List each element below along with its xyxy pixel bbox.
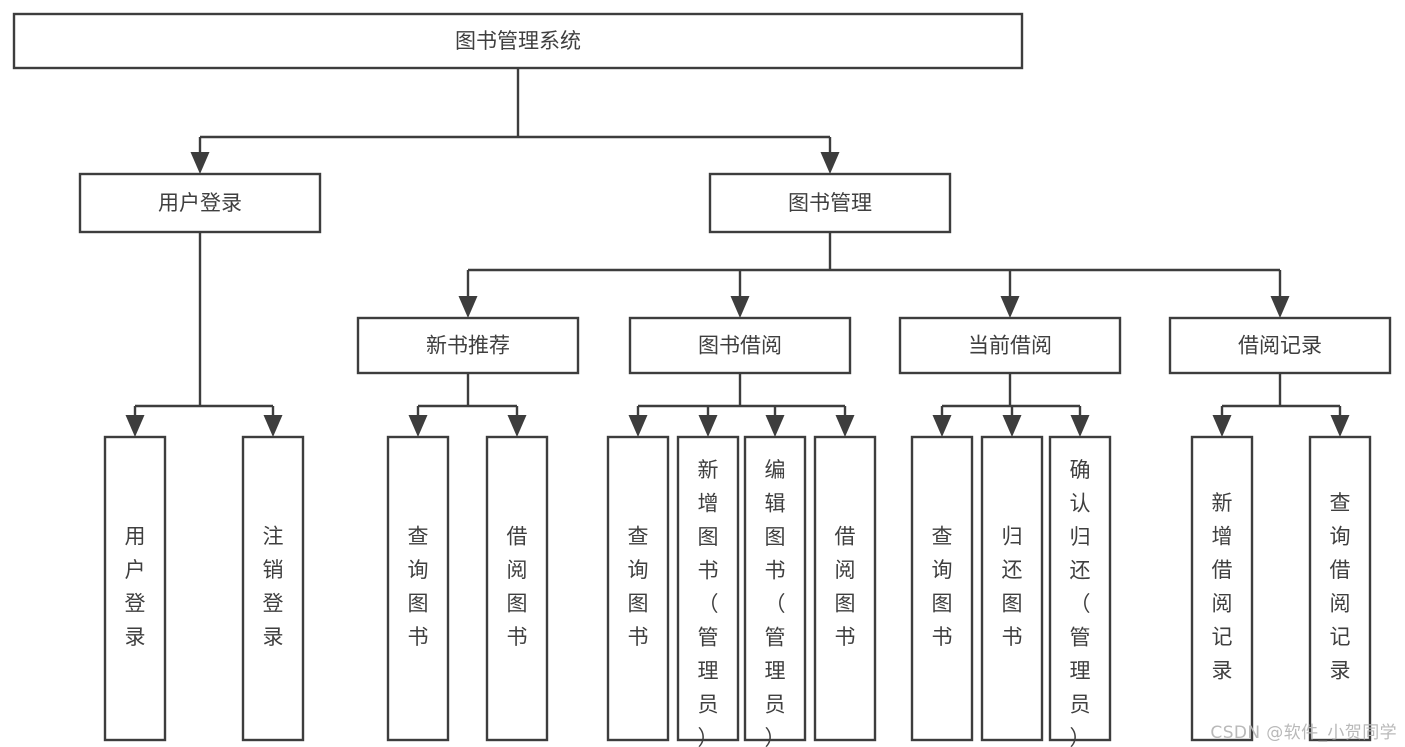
node-box[interactable] xyxy=(743,435,807,742)
connector-group xyxy=(408,373,527,437)
node-leaf-add-borrow-record[interactable]: 新增借阅记录 xyxy=(1190,435,1254,742)
arrow-head-icon xyxy=(932,415,952,437)
node-box[interactable] xyxy=(12,12,1024,70)
node-leaf-edit-book-admin[interactable]: 编辑图书（管理员） xyxy=(743,435,807,747)
node-leaf-query-book-1[interactable]: 查询图书 xyxy=(386,435,450,742)
connector-group xyxy=(190,68,840,174)
arrow-head-icon xyxy=(263,415,283,437)
node-new-book-recommend[interactable]: 新书推荐 xyxy=(356,316,580,375)
node-layer: 图书管理系统用户登录图书管理新书推荐图书借阅当前借阅借阅记录用户登录注销登录查询… xyxy=(12,12,1392,747)
arrow-head-icon xyxy=(458,296,478,318)
node-box[interactable] xyxy=(1308,435,1372,742)
node-box[interactable] xyxy=(78,172,322,234)
node-box[interactable] xyxy=(1168,316,1392,375)
node-root[interactable]: 图书管理系统 xyxy=(12,12,1024,70)
arrow-head-icon xyxy=(765,415,785,437)
node-leaf-user-login[interactable]: 用户登录 xyxy=(103,435,167,742)
node-box[interactable] xyxy=(813,435,877,742)
arrow-head-icon xyxy=(698,415,718,437)
arrow-head-icon xyxy=(408,415,428,437)
arrow-head-icon xyxy=(628,415,648,437)
connector-group xyxy=(932,373,1090,437)
node-label: 当前借阅 xyxy=(968,334,1052,358)
node-label: 查询图书 xyxy=(628,525,649,650)
node-box[interactable] xyxy=(676,435,740,742)
node-box[interactable] xyxy=(1190,435,1254,742)
node-box[interactable] xyxy=(103,435,167,742)
arrow-head-icon xyxy=(125,415,145,437)
connector-group xyxy=(628,373,855,437)
node-label: 新书推荐 xyxy=(426,334,510,358)
connector-group xyxy=(125,232,283,437)
node-label: 图书管理 xyxy=(788,191,872,215)
node-leaf-query-book-2[interactable]: 查询图书 xyxy=(606,435,670,742)
node-current-borrow[interactable]: 当前借阅 xyxy=(898,316,1122,375)
node-user-login[interactable]: 用户登录 xyxy=(78,172,322,234)
node-box[interactable] xyxy=(356,316,580,375)
node-label: 用户登录 xyxy=(158,191,242,215)
node-box[interactable] xyxy=(485,435,549,742)
node-label: 用户登录 xyxy=(125,525,146,650)
node-label: 借阅图书 xyxy=(507,525,528,650)
arrow-head-icon xyxy=(1002,415,1022,437)
node-label: 借阅记录 xyxy=(1238,334,1322,358)
node-leaf-confirm-return-admin[interactable]: 确认归还（管理员） xyxy=(1048,435,1112,747)
node-label: 查询图书 xyxy=(408,525,429,650)
node-label: 注销登录 xyxy=(263,525,284,650)
node-box[interactable] xyxy=(910,435,974,742)
node-box[interactable] xyxy=(241,435,305,742)
arrow-head-icon xyxy=(507,415,527,437)
node-label: 图书借阅 xyxy=(698,334,782,358)
node-box[interactable] xyxy=(980,435,1044,742)
connector-layer xyxy=(125,68,1350,437)
node-label: 确认归还（管理员） xyxy=(1070,458,1091,747)
node-book-manage[interactable]: 图书管理 xyxy=(708,172,952,234)
arrow-head-icon xyxy=(190,152,210,174)
node-leaf-return-book[interactable]: 归还图书 xyxy=(980,435,1044,742)
node-box[interactable] xyxy=(386,435,450,742)
arrow-head-icon xyxy=(1000,296,1020,318)
node-label: 借阅图书 xyxy=(835,525,856,650)
node-label: 编辑图书（管理员） xyxy=(765,458,786,747)
node-book-borrow[interactable]: 图书借阅 xyxy=(628,316,852,375)
node-label: 查询图书 xyxy=(932,525,953,650)
watermark-label: CSDN @软件_小贺同学 xyxy=(1210,723,1397,743)
node-label: 图书管理系统 xyxy=(455,29,581,53)
node-label: 查询借阅记录 xyxy=(1330,491,1351,683)
node-leaf-query-borrow-record[interactable]: 查询借阅记录 xyxy=(1308,435,1372,742)
node-box[interactable] xyxy=(708,172,952,234)
arrow-head-icon xyxy=(1330,415,1350,437)
node-leaf-query-book-3[interactable]: 查询图书 xyxy=(910,435,974,742)
arrow-head-icon xyxy=(1270,296,1290,318)
arrow-head-icon xyxy=(820,152,840,174)
node-box[interactable] xyxy=(606,435,670,742)
arrow-head-icon xyxy=(730,296,750,318)
arrow-head-icon xyxy=(1070,415,1090,437)
node-box[interactable] xyxy=(628,316,852,375)
node-label: 新增借阅记录 xyxy=(1212,491,1233,683)
arrow-head-icon xyxy=(1212,415,1232,437)
arrow-head-icon xyxy=(835,415,855,437)
node-label: 归还图书 xyxy=(1002,525,1023,650)
node-label: 新增图书（管理员） xyxy=(698,458,719,747)
node-borrow-record[interactable]: 借阅记录 xyxy=(1168,316,1392,375)
node-leaf-borrow-book-1[interactable]: 借阅图书 xyxy=(485,435,549,742)
node-leaf-borrow-book-2[interactable]: 借阅图书 xyxy=(813,435,877,742)
node-leaf-add-book-admin[interactable]: 新增图书（管理员） xyxy=(676,435,740,747)
node-box[interactable] xyxy=(898,316,1122,375)
connector-group xyxy=(458,232,1290,318)
node-leaf-user-logout[interactable]: 注销登录 xyxy=(241,435,305,742)
node-box[interactable] xyxy=(1048,435,1112,742)
connector-group xyxy=(1212,373,1350,437)
